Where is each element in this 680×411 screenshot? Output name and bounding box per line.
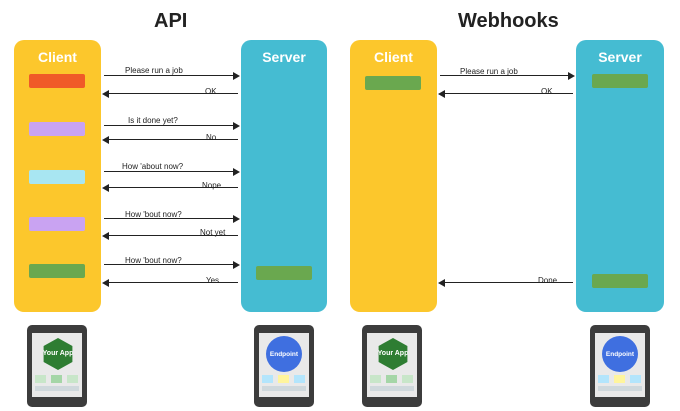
api-msg-6: Nope <box>202 181 222 190</box>
screen-strip <box>35 386 79 391</box>
api-msg-4: No <box>206 133 217 142</box>
api-client-box-4 <box>29 217 85 231</box>
webhooks-server-tablet-screen: Endpoint <box>595 333 645 397</box>
webhooks-server-label: Server <box>598 49 642 65</box>
webhooks-server-box-1 <box>592 74 648 88</box>
tile-icon <box>402 375 413 383</box>
api-client-box-5 <box>29 264 85 278</box>
webhooks-client-label: Client <box>374 49 413 65</box>
api-arrow-3 <box>104 121 240 130</box>
api-arrow-4 <box>102 135 238 144</box>
webhooks-client-phone: Your App <box>362 325 422 407</box>
tile-icon <box>294 375 305 383</box>
webhooks-msg-3: Done <box>538 276 558 285</box>
api-client-box-3 <box>29 170 85 184</box>
api-msg-8: Not yet <box>200 228 226 237</box>
webhooks-arrow-1 <box>440 71 575 80</box>
tile-icon <box>278 375 289 383</box>
endpoint-circle-icon: Endpoint <box>266 336 302 372</box>
webhooks-arrow-3 <box>438 278 573 287</box>
tile-icon <box>262 375 273 383</box>
tile-icon <box>370 375 381 383</box>
api-server-tablet-screen: Endpoint <box>259 333 309 397</box>
screen-strip <box>262 386 306 391</box>
api-msg-9: How 'bout now? <box>125 256 182 265</box>
api-msg-2: OK <box>205 87 217 96</box>
tile-icon <box>630 375 641 383</box>
api-server-box <box>256 266 312 280</box>
endpoint-circle-icon: Endpoint <box>602 336 638 372</box>
api-client-phone-screen: Your App <box>32 333 82 397</box>
api-client-box-2 <box>29 122 85 136</box>
api-arrow-5 <box>104 167 240 176</box>
api-client-box-1 <box>29 74 85 88</box>
webhooks-arrow-2 <box>438 89 573 98</box>
api-arrow-7 <box>104 214 240 223</box>
webhooks-client-phone-screen: Your App <box>367 333 417 397</box>
api-client-label: Client <box>38 49 77 65</box>
api-msg-7: How 'bout now? <box>125 210 182 219</box>
webhooks-title: Webhooks <box>458 10 559 32</box>
api-arrow-10 <box>102 278 238 287</box>
api-server-tablet: Endpoint <box>254 325 314 407</box>
screen-strip <box>370 386 414 391</box>
webhooks-msg-2: OK <box>541 87 553 96</box>
tile-icon <box>67 375 78 383</box>
api-msg-1: Please run a job <box>125 66 183 75</box>
api-client-phone: Your App <box>27 325 87 407</box>
api-arrow-6 <box>102 183 238 192</box>
webhooks-client-box <box>365 76 421 90</box>
api-arrow-1 <box>104 71 240 80</box>
tile-icon <box>614 375 625 383</box>
api-server-label: Server <box>262 49 306 65</box>
webhooks-server-box-2 <box>592 274 648 288</box>
tile-icon <box>598 375 609 383</box>
webhooks-msg-1: Please run a job <box>460 67 518 76</box>
api-arrow-9 <box>104 260 240 269</box>
your-app-hex-icon: Your App <box>378 338 408 370</box>
api-title: API <box>154 10 188 32</box>
screen-strip <box>598 386 642 391</box>
api-msg-5: How 'about now? <box>122 162 184 171</box>
tile-icon <box>35 375 46 383</box>
api-msg-3: Is it done yet? <box>128 116 178 125</box>
tile-icon <box>386 375 397 383</box>
your-app-hex-icon: Your App <box>43 338 73 370</box>
api-msg-10: Yes <box>206 276 220 285</box>
tile-icon <box>51 375 62 383</box>
api-arrow-2 <box>102 89 238 98</box>
webhooks-server-tablet: Endpoint <box>590 325 650 407</box>
api-arrow-8 <box>102 231 238 240</box>
